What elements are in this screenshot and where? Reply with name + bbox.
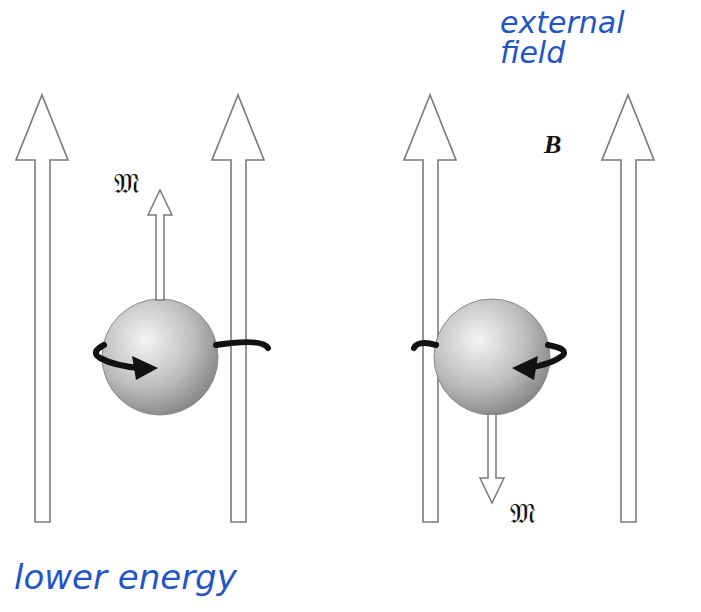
field-arrow xyxy=(404,95,456,522)
field-arrows xyxy=(16,95,654,522)
spin-ring-front xyxy=(414,343,436,348)
moment-symbol: 𝔐 xyxy=(114,170,158,198)
field-arrow xyxy=(212,95,264,522)
particle-sphere xyxy=(434,299,550,415)
spin-arrowhead xyxy=(512,356,538,380)
handwritten-note: lower energy xyxy=(14,560,314,594)
field-symbol: B xyxy=(544,132,584,158)
moment-symbol: 𝔐 xyxy=(510,500,554,528)
moment-arrow xyxy=(148,190,172,300)
moment-arrow xyxy=(480,414,504,503)
particle-sphere xyxy=(102,299,218,415)
field-arrow xyxy=(16,95,68,522)
field-arrow xyxy=(602,95,654,522)
spin-arrowhead xyxy=(132,356,158,380)
spin-ring-front xyxy=(96,345,140,368)
handwritten-note: external field xyxy=(500,8,670,68)
spin-ring-front xyxy=(216,342,268,348)
